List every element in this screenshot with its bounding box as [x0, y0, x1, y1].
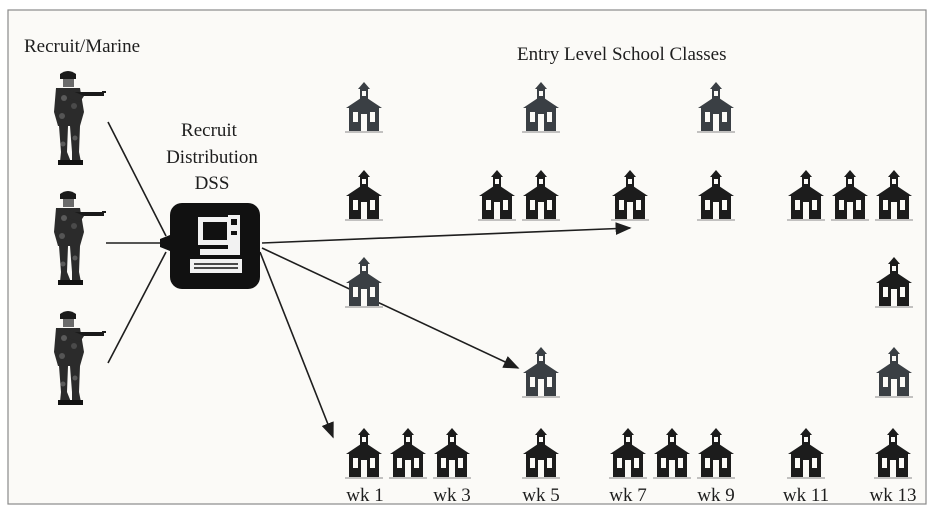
recruit3-to-dss-line	[107, 251, 167, 364]
schoolhouse-icon	[787, 428, 825, 479]
schoolhouse-icon	[389, 428, 427, 479]
dss-to-wk5-class-arrow	[261, 247, 520, 369]
schoolhouse-icon	[697, 428, 735, 479]
schoolhouse-icon	[522, 347, 560, 398]
dss-label-line1: Recruit	[181, 120, 238, 141]
schoolhouse-icon	[345, 257, 383, 308]
schoolhouse-icon	[522, 170, 560, 221]
recruit1-to-dss-line	[107, 121, 167, 237]
dss-to-wk7-class-arrow	[261, 222, 632, 244]
week-label: wk 1	[346, 485, 383, 506]
week-labels: wk 1 wk 3 wk 5 wk 7 wk 9 wk 11 wk 13	[346, 485, 916, 506]
schoolhouse-icon	[697, 170, 735, 221]
schoolhouse-icon	[875, 347, 913, 398]
recruit-group	[54, 71, 106, 405]
soldier-icon	[54, 71, 106, 165]
week-label: wk 9	[697, 485, 734, 506]
recruit-marine-label: Recruit/Marine	[24, 36, 140, 57]
dss-to-wk1-class-arrow	[259, 251, 334, 439]
dss-label-line2: Distribution	[166, 147, 258, 168]
schoolhouse-icon	[831, 170, 869, 221]
diagram-frame	[7, 9, 927, 505]
schoolhouse-icon	[345, 170, 383, 221]
week-label: wk 13	[870, 485, 917, 506]
schoolhouse-icon	[875, 170, 913, 221]
week-label: wk 3	[433, 485, 470, 506]
schoolhouse-icon	[697, 82, 735, 133]
schoolhouse-icon	[345, 82, 383, 133]
schoolhouse-icon	[874, 428, 912, 479]
school-classes	[345, 82, 913, 479]
week-label: wk 11	[783, 485, 829, 506]
dss-label-line3: DSS	[195, 173, 230, 194]
schoolhouse-icon	[433, 428, 471, 479]
schoolhouse-icon	[875, 257, 913, 308]
schoolhouse-icon	[522, 428, 560, 479]
schoolhouse-icon	[787, 170, 825, 221]
schoolhouse-icon	[611, 170, 649, 221]
schoolhouse-icon	[478, 170, 516, 221]
schoolhouse-icon	[522, 82, 560, 133]
schoolhouse-icon	[653, 428, 691, 479]
week-label: wk 7	[609, 485, 646, 506]
week-label: wk 5	[522, 485, 559, 506]
soldier-icon	[54, 191, 106, 285]
soldier-icon	[54, 311, 106, 405]
computer-icon	[160, 203, 260, 289]
schoolhouse-icon	[345, 428, 383, 479]
school-classes-title: Entry Level School Classes	[517, 44, 727, 65]
schoolhouse-icon	[609, 428, 647, 479]
connector-arrows	[106, 121, 632, 439]
